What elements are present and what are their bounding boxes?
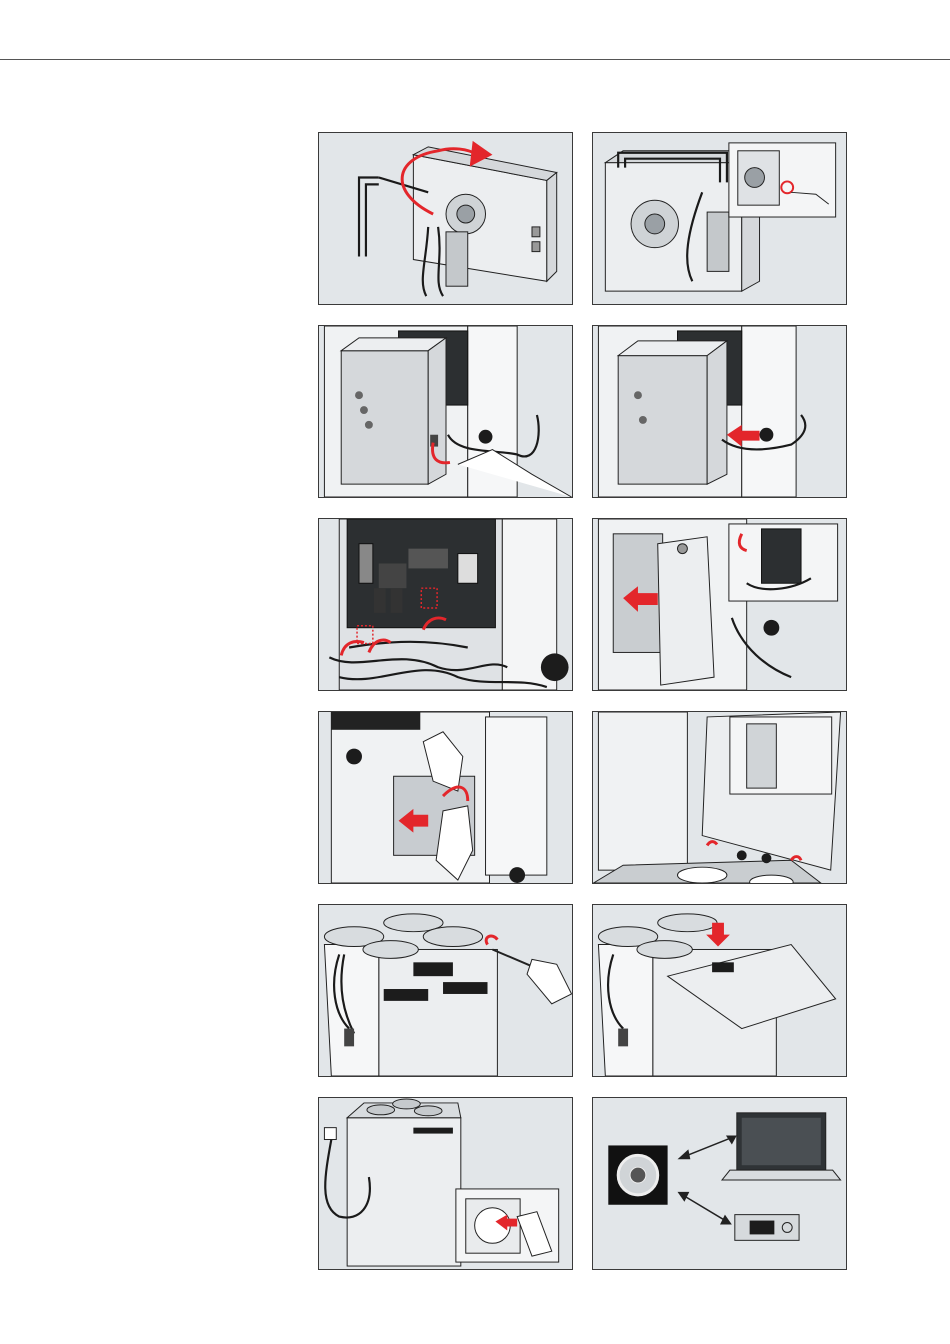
detail-inset-icon (730, 717, 832, 794)
screwdriver-icon (492, 949, 532, 966)
figure-connect-controller (592, 1097, 847, 1270)
figure-tighten-screw (318, 904, 573, 1077)
figure-disconnect-fan-cable (592, 132, 847, 305)
figure-slide-box (592, 325, 847, 498)
rotate-arrow-icon (486, 936, 497, 945)
figure-mount-top-lid (592, 904, 847, 1077)
figure-plug-in-power (318, 1097, 573, 1270)
figure-attach-cover (592, 518, 847, 691)
figure-remove-cover-rotate (318, 132, 573, 305)
wall-socket-icon (324, 1128, 336, 1140)
figure-insert-board (318, 711, 573, 884)
header-rule (0, 59, 950, 60)
figure-release-connectors (318, 518, 573, 691)
figure-close-front-panel (592, 711, 847, 884)
curved-arrow-icon (707, 842, 717, 846)
figure-unplug-connector (318, 325, 573, 498)
